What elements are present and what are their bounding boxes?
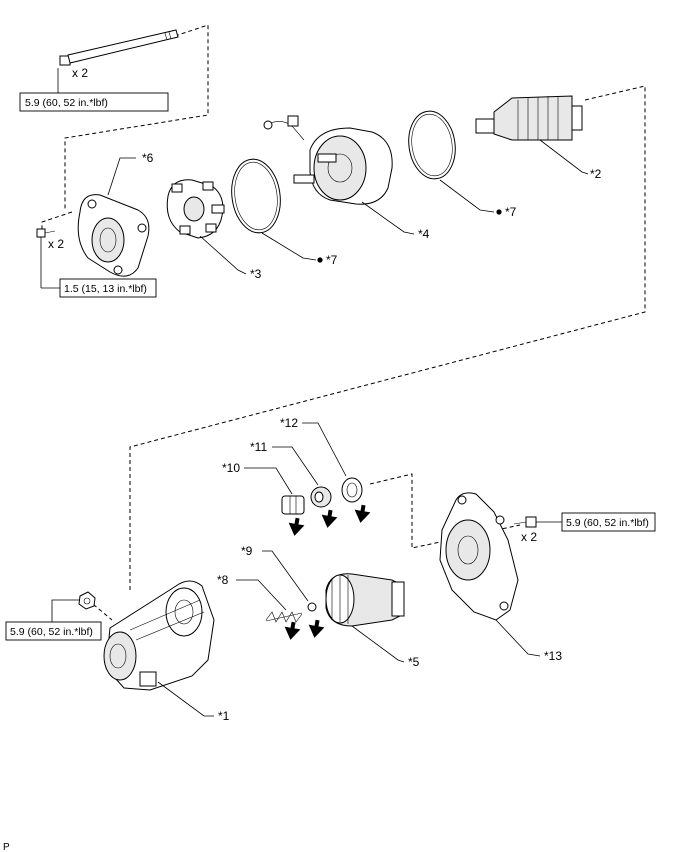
brush-holder-part-3 [166, 179, 225, 239]
torque-box-small-screw [59, 278, 157, 298]
label-part-3: *3 [250, 267, 262, 281]
label-part-9: *9 [241, 544, 253, 558]
label-part-7b: *7 [505, 205, 517, 219]
part-10 [281, 495, 305, 515]
qty-small-screw: x 2 [48, 237, 64, 251]
label-part-11: *11 [250, 440, 267, 454]
nut [78, 591, 96, 610]
end-frame-part-6 [77, 194, 150, 277]
clutch-part-5 [325, 573, 405, 627]
armature-part-2 [475, 95, 583, 141]
label-part-10: *10 [222, 461, 240, 475]
o-ring-left [231, 158, 281, 234]
screw [36, 228, 56, 238]
torque-nut: 5.9 (60, 52 in.*lbf) [10, 626, 93, 638]
label-part-5: *5 [408, 655, 420, 669]
label-part-13: *13 [544, 649, 562, 663]
footer-code: P [3, 842, 10, 852]
label-part-4: *4 [418, 227, 430, 241]
spring-part-8 [265, 611, 303, 623]
label-part-1: *1 [218, 709, 230, 723]
qty-top-bolt: x 2 [72, 66, 88, 80]
housing-part-1 [103, 580, 215, 691]
through-bolt [59, 29, 179, 66]
label-part-2: *2 [590, 167, 602, 181]
torque-small-screw: 1.5 (15, 13 in.*lbf) [64, 283, 147, 295]
o-ring-right [408, 110, 456, 180]
label-part-12: *12 [280, 416, 298, 430]
qty-right-bolt: x 2 [521, 530, 537, 544]
part-12 [341, 477, 363, 503]
torque-right-bolt: 5.9 (60, 52 in.*lbf) [566, 517, 649, 529]
torque-box-right-bolt [561, 512, 656, 532]
part-11 [310, 486, 332, 508]
grease-arrows [284, 504, 371, 640]
ball-part-9 [307, 602, 317, 612]
label-part-7a: *7 [326, 253, 338, 267]
drive-housing-part-13 [439, 492, 519, 621]
label-part-6: *6 [142, 151, 154, 165]
label-part-8: *8 [217, 573, 229, 587]
yoke-part-4 [263, 115, 393, 205]
torque-box-top-bolt [19, 92, 169, 112]
torque-box-nut [5, 621, 102, 641]
torque-top-bolt: 5.9 (60, 52 in.*lbf) [25, 97, 108, 109]
